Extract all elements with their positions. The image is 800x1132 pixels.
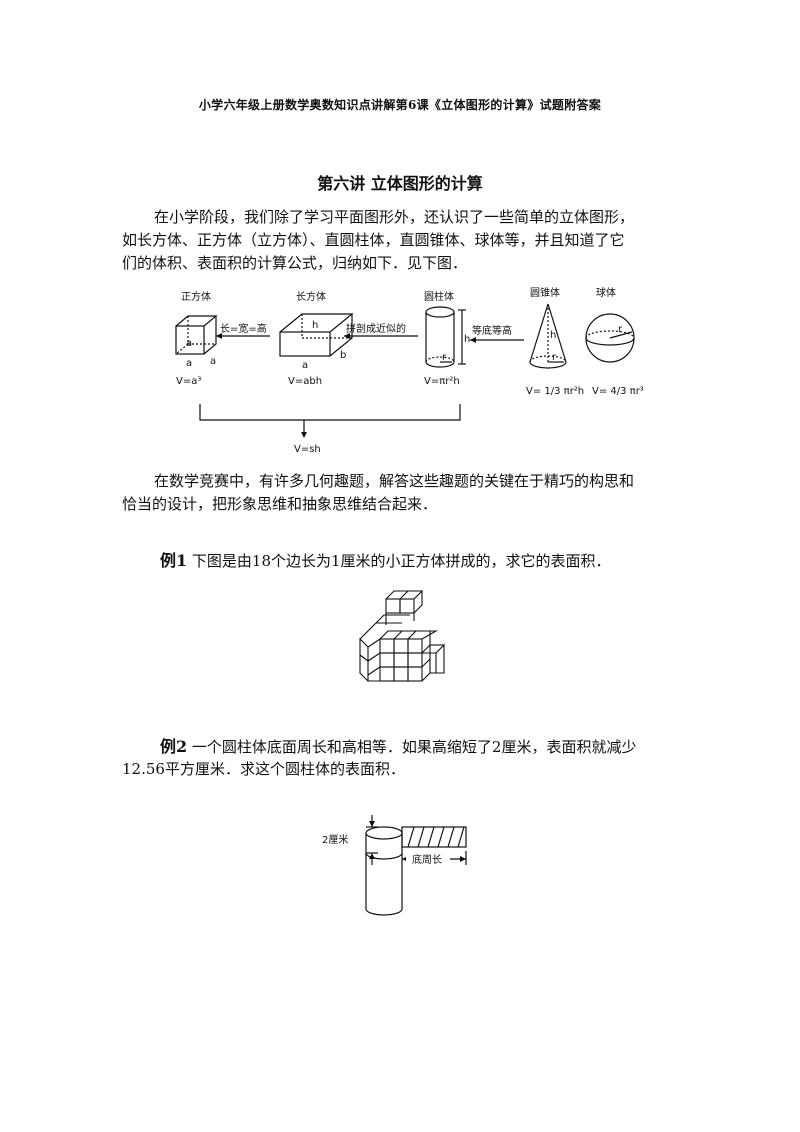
example-1: 例1 下图是由18个边长为1厘米的小正方体拼成的，求它的表面积．	[160, 549, 700, 573]
cone-formula: V= 1/3 πr²h	[526, 386, 584, 397]
cylinder-r: r	[442, 352, 447, 363]
common-formula: V=sh	[294, 444, 321, 455]
perimeter-label: 底周长	[412, 853, 442, 866]
height-label: 2厘米	[322, 833, 348, 846]
example-2-text-line-1: 一个圆柱体底面周长和高相等．如果高缩短了2厘米，表面积就减少	[187, 738, 637, 756]
intro-paragraph: 在小学阶段，我们除了学习平面图形外，还认识了一些简单的立体图形， 如长方体、正方…	[122, 206, 682, 275]
cube-shape	[175, 315, 218, 355]
example-1-label: 例1	[160, 551, 188, 570]
cylinder-shape	[425, 306, 466, 368]
para2-line-2: 恰当的设计，把形象思维和抽象思维结合起来．	[122, 495, 438, 513]
cylinder-h: h	[464, 334, 470, 345]
sphere-shape	[585, 313, 635, 363]
example-2-label: 例2	[160, 737, 188, 756]
sphere-r: r	[618, 324, 623, 335]
cube-formula: V=a³	[176, 376, 201, 387]
cuboid-a: a	[302, 360, 308, 371]
cuboid-h: h	[312, 320, 318, 331]
document-title: 小学六年级上册数学奥数知识点讲解第6课《立体图形的计算》试题附答案	[198, 98, 602, 112]
cylinder-formula: V=πr²h	[424, 376, 460, 387]
example-2-continued: 12.56平方厘米．求这个圆柱体的表面积．	[122, 758, 682, 781]
intro-line-3: 们的体积、表面积的计算公式，归纳如下．见下图．	[122, 254, 468, 272]
arrow2-label: 拼剖成近似的	[346, 322, 406, 335]
stacked-cubes-figure	[359, 590, 445, 682]
sphere-formula: V= 4/3 πr³	[592, 386, 644, 397]
formula-bracket	[199, 404, 461, 421]
sphere-label: 球体	[596, 286, 616, 299]
example-2: 例2 一个圆柱体底面周长和高相等．如果高缩短了2厘米，表面积就减少	[160, 735, 700, 759]
example-1-text: 下图是由18个边长为1厘米的小正方体拼成的，求它的表面积．	[187, 552, 611, 570]
competition-paragraph: 在数学竞赛中，有许多几何趣题，解答这些趣题的关键在于精巧的构思和 恰当的设计，把…	[122, 470, 682, 516]
cone-label: 圆锥体	[530, 287, 560, 299]
arrow3-label: 等底等高	[472, 324, 512, 337]
arrow1-label: 长=宽=高	[220, 322, 267, 335]
cube-side-a: a	[186, 338, 192, 349]
cube-depth-a: a	[210, 356, 216, 367]
cuboid-label: 长方体	[296, 290, 326, 303]
cuboid-shape	[279, 313, 354, 357]
cylinder-label: 圆柱体	[424, 290, 454, 303]
para2-line-1: 在数学竞赛中，有许多几何趣题，解答这些趣题的关键在于精巧的构思和	[154, 472, 635, 490]
intro-line-2: 如长方体、正方体（立方体）、直圆柱体，直圆锥体、球体等，并且知道了它	[122, 231, 625, 249]
cone-r: r	[552, 352, 557, 363]
cube-label: 正方体	[181, 290, 211, 303]
solids-formula-figure: 正方体 长方体 圆柱体 圆锥体 球体 长=宽=高 拼剖成近似的 等底等高 a a…	[175, 286, 644, 455]
cuboid-b: b	[340, 350, 346, 361]
cylinder-strip-figure: 2厘米 底周长	[322, 815, 467, 916]
lesson-title: 第六讲 立体图形的计算	[317, 174, 483, 193]
cone-h: h	[550, 330, 556, 341]
example-2-text-line-2: 12.56平方厘米．求这个圆柱体的表面积．	[122, 760, 405, 778]
intro-line-1: 在小学阶段，我们除了学习平面图形外，还认识了一些简单的立体图形，	[154, 208, 635, 226]
cube-bottom-a: a	[186, 358, 192, 369]
cone-shape	[529, 303, 567, 369]
cuboid-formula: V=abh	[288, 376, 322, 387]
